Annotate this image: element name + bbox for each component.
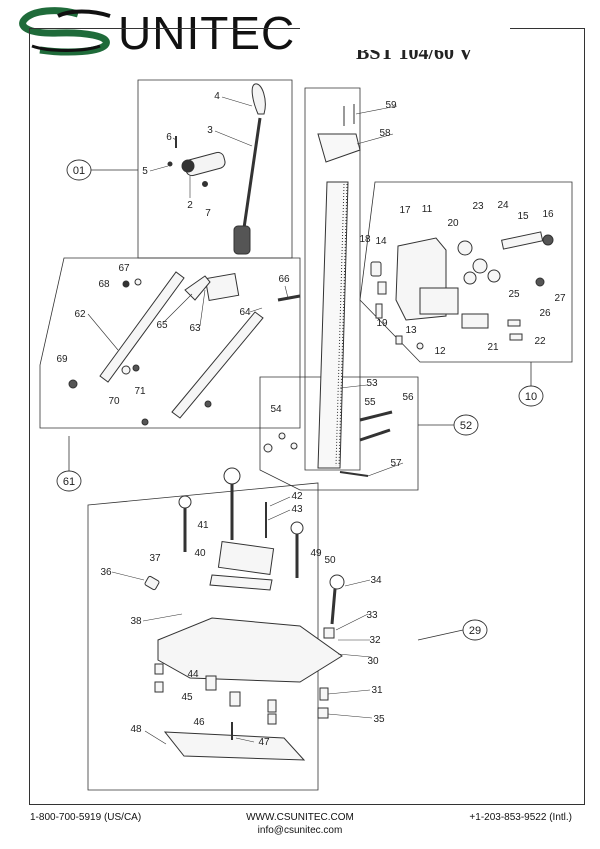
part-label: 20 bbox=[447, 218, 459, 229]
part-label: 69 bbox=[56, 354, 68, 365]
part-label: 15 bbox=[517, 211, 529, 222]
brand-name: UNITEC bbox=[118, 7, 296, 59]
part-label: 57 bbox=[390, 458, 402, 469]
part-label: 59 bbox=[385, 100, 397, 111]
part-label: 65 bbox=[156, 320, 168, 331]
part-label: 14 bbox=[375, 236, 387, 247]
fastener-set bbox=[263, 410, 393, 477]
part-label: 41 bbox=[197, 520, 209, 531]
part-label: 19 bbox=[376, 318, 388, 329]
email-link[interactable]: info@csunitec.com bbox=[257, 825, 343, 836]
group-label-52: 52 bbox=[460, 420, 472, 432]
part-label: 38 bbox=[130, 616, 142, 627]
part-label: 34 bbox=[370, 575, 382, 586]
part-label: 66 bbox=[278, 274, 290, 285]
group-label-61: 61 bbox=[63, 476, 75, 488]
group-box-52 bbox=[259, 376, 419, 491]
part-label: 26 bbox=[539, 308, 551, 319]
part-label: 36 bbox=[100, 567, 112, 578]
part-label: 43 bbox=[291, 504, 303, 515]
part-label: 46 bbox=[193, 717, 205, 728]
part-label: 4 bbox=[214, 91, 220, 102]
part-label: 35 bbox=[373, 714, 385, 725]
part-label: 44 bbox=[187, 669, 199, 680]
part-label: 67 bbox=[118, 263, 130, 274]
part-label: 22 bbox=[534, 336, 546, 347]
handle-assembly bbox=[167, 83, 266, 255]
part-label: 24 bbox=[497, 200, 509, 211]
part-label: 33 bbox=[366, 610, 378, 621]
part-label: 30 bbox=[367, 656, 379, 667]
part-label: 5 bbox=[142, 166, 148, 177]
part-label: 13 bbox=[405, 325, 417, 336]
group-label-10: 10 bbox=[525, 391, 537, 403]
column-rail bbox=[317, 104, 361, 469]
carriage-assembly bbox=[370, 231, 554, 350]
part-label: 12 bbox=[434, 346, 446, 357]
part-label: 68 bbox=[98, 279, 110, 290]
part-label: 17 bbox=[399, 205, 411, 216]
part-label: 62 bbox=[74, 309, 86, 320]
part-label: 58 bbox=[379, 128, 391, 139]
part-label: 16 bbox=[542, 209, 554, 220]
part-label: 27 bbox=[554, 293, 566, 304]
support-arm-assembly bbox=[68, 271, 301, 426]
group-box-10 bbox=[359, 181, 573, 363]
part-label: 63 bbox=[189, 323, 201, 334]
phone-intl[interactable]: +1-203-853-9522 (Intl.) bbox=[469, 812, 572, 823]
part-label: 37 bbox=[149, 553, 161, 564]
group-box-29 bbox=[87, 482, 319, 791]
part-label: 47 bbox=[258, 737, 270, 748]
website-link[interactable]: WWW.CSUNITEC.COM bbox=[246, 812, 354, 823]
group-label-01: 01 bbox=[73, 165, 85, 177]
part-label: 70 bbox=[108, 396, 120, 407]
part-label: 71 bbox=[134, 386, 146, 397]
base-assembly bbox=[144, 467, 345, 761]
part-label: 64 bbox=[239, 307, 251, 318]
part-label: 11 bbox=[422, 204, 433, 215]
cs-logo-icon bbox=[19, 7, 111, 56]
part-label: 45 bbox=[181, 692, 193, 703]
part-label: 32 bbox=[369, 635, 381, 646]
part-label: 23 bbox=[472, 201, 484, 212]
part-label: 50 bbox=[324, 555, 336, 566]
part-label: 40 bbox=[194, 548, 206, 559]
phone-us[interactable]: 1-800-700-5919 (US/CA) bbox=[30, 812, 142, 823]
part-label: 3 bbox=[207, 125, 213, 136]
part-label: 6 bbox=[166, 132, 172, 143]
part-label: 7 bbox=[205, 208, 211, 219]
part-label: 54 bbox=[270, 404, 282, 415]
group-box-61 bbox=[39, 257, 301, 429]
group-label-29: 29 bbox=[469, 625, 481, 637]
part-label: 55 bbox=[364, 397, 376, 408]
part-label: 2 bbox=[187, 200, 193, 211]
part-label: 56 bbox=[402, 392, 414, 403]
part-label: 49 bbox=[310, 548, 322, 559]
part-label: 53 bbox=[366, 378, 378, 389]
part-label: 21 bbox=[487, 342, 499, 353]
part-label: 48 bbox=[130, 724, 142, 735]
part-label: 31 bbox=[371, 685, 383, 696]
part-label: 25 bbox=[508, 289, 520, 300]
part-label: 18 bbox=[359, 234, 371, 245]
group-box-rail bbox=[304, 87, 361, 471]
part-label: 42 bbox=[291, 491, 303, 502]
